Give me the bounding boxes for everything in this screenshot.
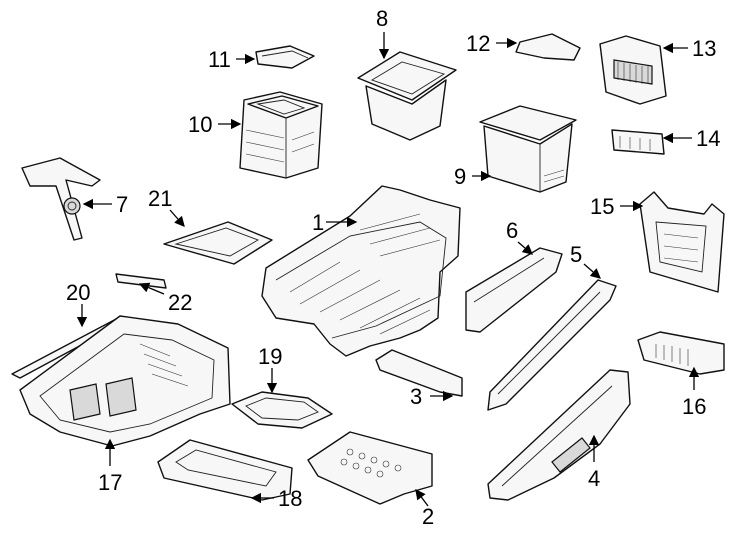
part-16-rear-vent — [637, 331, 725, 375]
part-6-side-panel — [465, 247, 563, 333]
part-21-cover-panel — [163, 221, 273, 265]
leader-6 — [517, 241, 533, 255]
part-11-lid — [255, 45, 315, 69]
part-8-tray — [357, 51, 457, 141]
callout-2: 2 — [422, 504, 434, 529]
callout-17: 17 — [98, 470, 122, 495]
callout-22: 22 — [168, 290, 192, 315]
callout-3: 3 — [410, 384, 422, 409]
callout-1: 1 — [312, 210, 324, 235]
leader-lines — [76, 32, 700, 507]
leader-5 — [583, 263, 601, 279]
callout-6: 6 — [506, 218, 518, 243]
callout-12: 12 — [466, 31, 490, 56]
callout-8: 8 — [376, 6, 388, 31]
part-4-armrest-cover — [487, 369, 631, 501]
part-22-rail — [115, 273, 167, 289]
callout-10: 10 — [188, 112, 212, 137]
callout-16: 16 — [682, 394, 706, 419]
callout-15: 15 — [590, 194, 614, 219]
part-18-base-frame — [157, 439, 293, 501]
callout-20: 20 — [66, 280, 90, 305]
callout-5: 5 — [570, 242, 582, 267]
callout-21: 21 — [148, 186, 172, 211]
callout-11: 11 — [208, 47, 231, 72]
callout-18: 18 — [278, 486, 302, 511]
part-17-lower-housing — [19, 315, 231, 447]
callout-19: 19 — [258, 344, 282, 369]
part-7-hinge-arm — [21, 157, 101, 241]
callout-7: 7 — [116, 192, 128, 217]
leader-22 — [138, 282, 165, 295]
callout-9: 9 — [454, 164, 466, 189]
callout-labels: 11 10 8 12 13 14 9 7 21 1 15 6 5 22 20 1… — [66, 6, 720, 529]
part-5-side-trim — [487, 279, 617, 411]
part-3-bracket — [375, 349, 463, 397]
callout-14: 14 — [696, 126, 720, 151]
part-9-storage-bin — [479, 105, 577, 193]
leader-21 — [169, 209, 185, 227]
part-2-floor-bracket — [307, 431, 433, 505]
part-10-bin-assembly — [239, 91, 323, 179]
part-12-trim-strip — [515, 33, 581, 61]
callout-4: 4 — [588, 466, 600, 491]
part-1-console-frame — [261, 185, 461, 357]
part-15-rear-panel — [639, 191, 725, 293]
callout-13: 13 — [692, 36, 716, 61]
part-14-bracket — [611, 129, 665, 155]
leader-2 — [415, 488, 429, 507]
part-19-gasket — [231, 391, 333, 429]
part-13-vent-module — [599, 35, 667, 105]
